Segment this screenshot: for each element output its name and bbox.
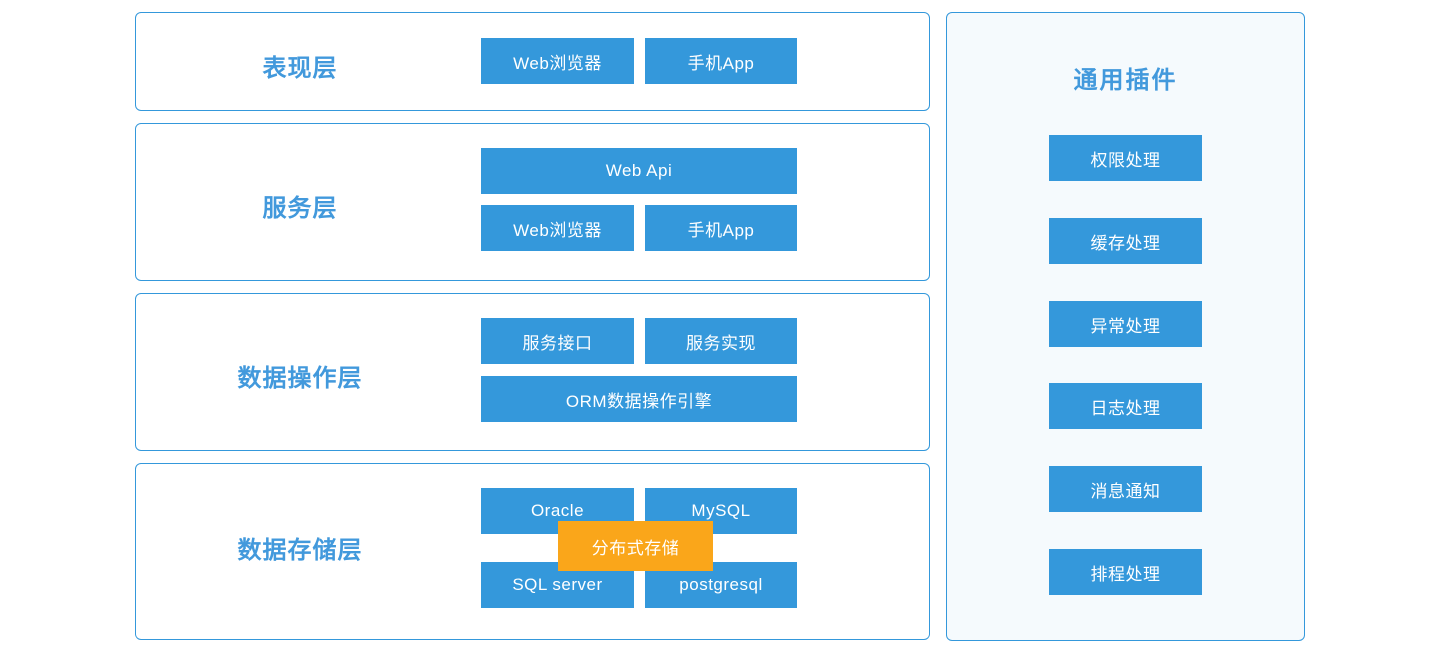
node-orm-engine: ORM数据操作引擎 xyxy=(481,376,797,422)
node-mobile-app-2: 手机App xyxy=(645,205,797,251)
plugin-log-handling: 日志处理 xyxy=(1049,383,1202,429)
node-distributed-storage-overlay: 分布式存储 xyxy=(558,521,713,571)
node-service-interface: 服务接口 xyxy=(481,318,634,364)
plugin-schedule-handling: 排程处理 xyxy=(1049,549,1202,595)
node-service-implementation: 服务实现 xyxy=(645,318,797,364)
node-web-browser: Web浏览器 xyxy=(481,38,634,84)
plugin-permission-handling: 权限处理 xyxy=(1049,135,1202,181)
layer-label-data-operation: 数据操作层 xyxy=(237,365,363,392)
plugin-exception-handling: 异常处理 xyxy=(1049,301,1202,347)
node-mobile-app: 手机App xyxy=(645,38,797,84)
plugins-panel-title: 通用插件 xyxy=(1073,67,1178,94)
node-web-browser-2: Web浏览器 xyxy=(481,205,634,251)
layer-label-service: 服务层 xyxy=(262,195,338,222)
plugin-message-notification: 消息通知 xyxy=(1049,466,1202,512)
plugin-cache-handling: 缓存处理 xyxy=(1049,218,1202,264)
layer-label-presentation: 表现层 xyxy=(262,55,338,82)
layer-label-data-storage: 数据存储层 xyxy=(237,537,363,564)
node-web-api: Web Api xyxy=(481,148,797,194)
